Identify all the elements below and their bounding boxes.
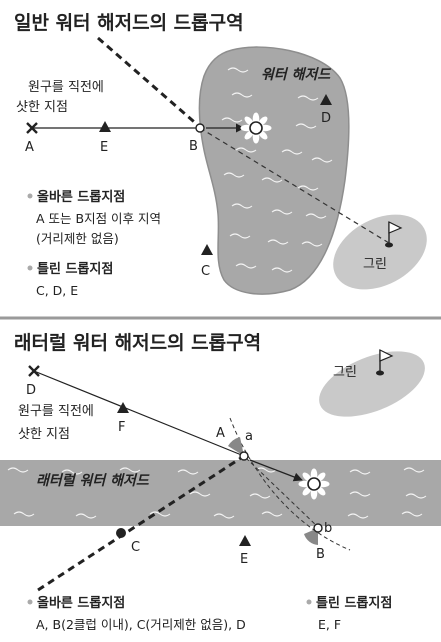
bullet-icon — [27, 599, 33, 605]
point-d-label: D — [321, 111, 331, 126]
correct-line1: A 또는 B지점 이후 지역 — [36, 211, 161, 226]
water-hazard-area — [198, 46, 350, 295]
green-area — [319, 351, 425, 417]
point-a-small-label: a — [245, 429, 253, 444]
cross-marker-icon — [26, 122, 38, 134]
panel2-title: 래터럴 워터 해저드의 드롭구역 — [14, 332, 261, 354]
panel-1: 일반 워터 해저드의 드롭구역 워터 해저드 — [14, 12, 427, 298]
wrong-text: C, D, E — [36, 283, 78, 298]
point-e-label: E — [240, 552, 248, 567]
wrong-text: E, F — [318, 617, 341, 632]
ball-splash-icon — [298, 468, 330, 500]
triangle-marker-icon — [320, 94, 332, 105]
point-c-marker — [116, 528, 126, 538]
triangle-marker-icon — [201, 244, 213, 255]
wrong-heading: 틀린 드롭지점 — [37, 261, 113, 277]
point-b-small-label: b — [324, 521, 332, 536]
shot-note-line2: 샷한 지점 — [18, 427, 70, 442]
drop-sector-a — [228, 437, 244, 456]
ball-path-arrow — [249, 459, 303, 482]
bullet-icon — [27, 193, 33, 199]
point-d-label: D — [26, 383, 36, 398]
hazard-waves — [7, 467, 427, 519]
point-e-label: E — [100, 140, 108, 155]
reference-line — [199, 127, 390, 244]
bullet-icon — [306, 599, 312, 605]
shot-note-line2: 샷한 지점 — [16, 100, 68, 115]
shot-note-line1: 원구를 직전에 — [18, 404, 94, 419]
line-of-play — [97, 36, 201, 129]
shot-note-line1: 원구를 직전에 — [28, 80, 104, 95]
point-b-label: B — [189, 139, 198, 154]
green-area — [333, 214, 427, 290]
triangle-marker-icon — [117, 402, 129, 413]
reference-line — [245, 457, 319, 528]
correct-heading: 올바른 드롭지점 — [37, 189, 125, 205]
point-b-marker — [313, 523, 323, 533]
point-a-label: A — [216, 426, 225, 441]
point-c-label: C — [131, 540, 140, 555]
green-label: 그린 — [363, 257, 387, 272]
line-d-to-a — [33, 370, 245, 457]
green-label: 그린 — [333, 365, 357, 380]
point-a-marker — [239, 451, 249, 461]
point-c-label: C — [201, 264, 210, 279]
bullet-icon — [27, 265, 33, 271]
panel-2: 래터럴 워터 해저드의 드롭구역 그린 래터럴 워터 해저드 — [0, 332, 441, 632]
lateral-hazard-label: 래터럴 워터 해저드 — [36, 473, 150, 489]
correct-text: A, B(2클럽 이내), C(거리제한 없음), D — [36, 617, 246, 632]
point-b-label: B — [316, 547, 325, 562]
panel1-title: 일반 워터 해저드의 드롭구역 — [14, 12, 244, 34]
wrong-heading: 틀린 드롭지점 — [316, 595, 392, 611]
ball-splash-icon — [240, 112, 272, 144]
drop-sector-b — [304, 528, 318, 545]
triangle-marker-icon — [99, 121, 111, 132]
hazard-waves — [221, 67, 333, 273]
cross-marker-icon — [28, 365, 40, 377]
point-f-label: F — [118, 420, 125, 435]
triangle-marker-icon — [239, 535, 251, 546]
point-a-label: A — [25, 140, 34, 155]
point-b-marker — [195, 123, 205, 133]
correct-line2: (거리제한 없음) — [36, 231, 119, 246]
water-hazard-label: 워터 해저드 — [261, 67, 331, 83]
line-of-play — [37, 454, 245, 592]
correct-heading: 올바른 드롭지점 — [37, 595, 125, 611]
